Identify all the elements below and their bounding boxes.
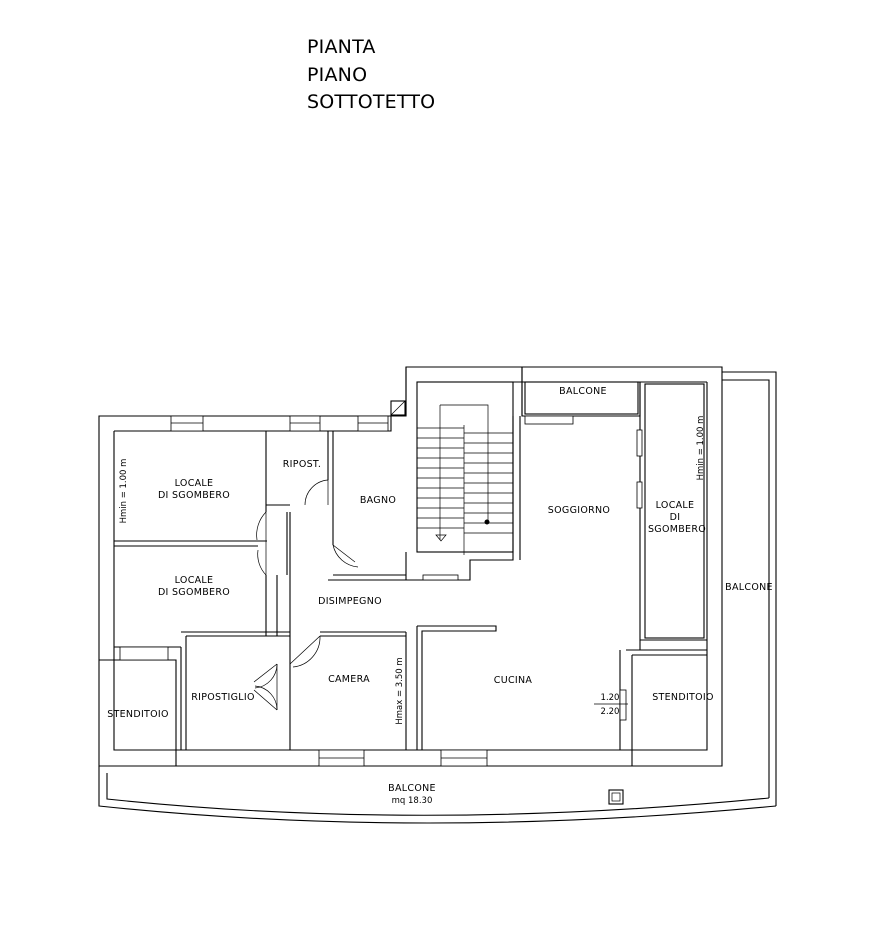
camera-label: CAMERA: [328, 674, 370, 685]
hmin-left-annotation: Hmin = 1.00 m: [119, 459, 129, 524]
windows: [119, 415, 643, 767]
stair-core: [405, 366, 523, 581]
locale-sgombero-1-line-2: DI SGOMBERO: [158, 490, 230, 501]
balcone-bottom-label: BALCONE: [388, 783, 436, 794]
locale-sgombero-2-line-1: LOCALE: [175, 575, 214, 586]
locale-sgombero-right-line-3: SGOMBERO: [648, 524, 706, 535]
locale-sgombero-2-line-2: DI SGOMBERO: [158, 587, 230, 598]
doors: [253, 479, 359, 711]
ripost-label: RIPOST.: [283, 459, 321, 470]
bagno-label: BAGNO: [360, 495, 396, 506]
plan-title-line-1: PIANTA: [307, 36, 376, 58]
chimney-box: [390, 400, 406, 416]
stenditoio-left-label: STENDITOIO: [107, 709, 169, 720]
balcone-top-room: BALCONE: [521, 367, 641, 417]
locale-sgombero-right-line-1: LOCALE: [656, 500, 695, 511]
window-height-upper: 1.20: [601, 693, 620, 703]
hmin-right-annotation: Hmin = 1.00 m: [696, 416, 706, 481]
cucina-label: CUCINA: [494, 675, 533, 686]
stenditoio-right-label: STENDITOIO: [652, 692, 714, 703]
balcone-top-label: BALCONE: [559, 386, 607, 397]
window-height-annotation: 1.20 2.20: [594, 693, 628, 717]
balcone-right-room: BALCONE: [722, 371, 777, 806]
locale-sgombero-right-line-2: DI: [670, 512, 681, 523]
balcone-bottom-area: mq 18.30: [392, 796, 433, 806]
balcone-bottom-room: BALCONE mq 18.30: [98, 766, 777, 824]
room-labels: LOCALE DI SGOMBERO Hmin = 1.00 m RIPOST.…: [107, 459, 714, 725]
disimpegno-label: DISIMPEGNO: [318, 596, 382, 607]
locale-sgombero-right-room: LOCALE DI SGOMBERO Hmin = 1.00 m: [639, 382, 707, 641]
locale-sgombero-1-line-1: LOCALE: [175, 478, 214, 489]
hmax-camera-annotation: Hmax = 3.50 m: [395, 657, 405, 724]
window-height-lower: 2.20: [601, 707, 620, 717]
balcone-right-label: BALCONE: [725, 582, 773, 593]
plan-title-line-2: PIANO: [307, 64, 368, 86]
soggiorno-label: SOGGIORNO: [548, 505, 610, 516]
ripostiglio-label: RIPOSTIGLIO: [191, 692, 254, 703]
plan-title-line-3: SOTTOTETTO: [307, 91, 436, 113]
